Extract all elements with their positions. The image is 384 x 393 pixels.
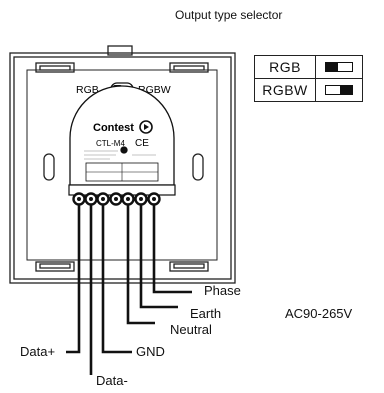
wire-label-phase: Phase (204, 283, 241, 298)
wires (66, 204, 192, 375)
brand-logo: Contest (93, 122, 134, 134)
ce-mark-icon: CE (135, 138, 149, 149)
terminal-screw-center (114, 197, 118, 201)
selector-row-rgbw: RGBW (254, 78, 363, 102)
wire-label-data-minus: Data- (96, 373, 128, 388)
terminal-screw-center (126, 197, 130, 201)
switch-right-icon (315, 78, 363, 102)
terminal-block (68, 184, 176, 206)
model-label: CTL-M4 (96, 139, 125, 148)
wire-label-earth: Earth (190, 306, 222, 321)
output-type-selector-title: Output type selector (175, 8, 283, 22)
selector-label-rgbw: RGBW (254, 78, 316, 102)
module-fine-print (84, 150, 156, 160)
terminal-screw-center (89, 197, 93, 201)
selector-row-rgb: RGB (254, 55, 363, 79)
device-switch-label-rgb: RGB (76, 84, 99, 96)
wire-label-gnd: GND (136, 344, 165, 359)
brand-mark-icon (139, 120, 153, 134)
selector-label-rgb: RGB (254, 55, 316, 79)
voltage-label: AC90-265V (285, 306, 353, 321)
selector-legend-table: RGB RGBW (254, 55, 363, 102)
terminal-screw-center (152, 197, 156, 201)
terminal-screw-center (139, 197, 143, 201)
terminal-screw-center (101, 197, 105, 201)
wire-label-neutral: Neutral (170, 322, 212, 337)
controller-module (69, 85, 175, 186)
device-frame (9, 45, 236, 284)
wire-label-data-plus: Data+ (20, 344, 56, 359)
terminal-screw-center (77, 197, 81, 201)
